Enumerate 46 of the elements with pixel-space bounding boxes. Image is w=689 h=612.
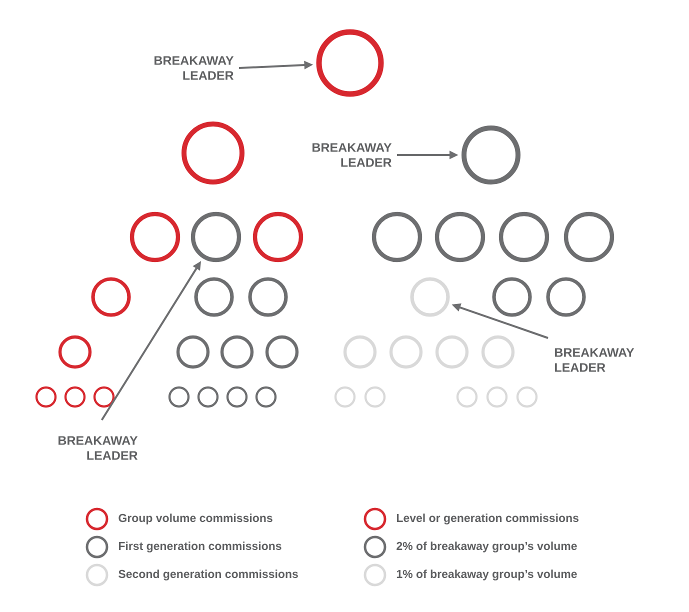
ring [564,212,614,262]
ring [220,335,254,369]
legend-text: Group volume commissions [118,514,272,524]
legend-text: 1% of breakaway group’s volume [396,570,577,580]
ring [252,212,304,262]
ring [410,277,450,317]
legend-text: First generation commissions [118,542,282,552]
ring [58,335,92,369]
ring [434,212,486,262]
ring [64,386,86,408]
ring [316,29,384,97]
ring [364,386,386,408]
leader-label: BREAKAWAY LEADER [154,56,234,80]
ring [516,386,538,408]
ring [194,277,234,317]
ring [481,335,515,369]
legend-text: 2% of breakaway group’s volume [396,542,577,552]
ring [492,277,532,317]
leader-label: BREAKAWAY LEADER [312,143,392,167]
legend-text: Second generation commissions [118,570,298,580]
ring [130,212,180,262]
leader-label: BREAKAWAY LEADER [555,348,634,372]
ring [462,126,520,184]
ring [435,335,469,369]
ring [546,277,586,317]
ring [498,212,550,262]
ring [35,386,57,408]
ring [255,386,277,408]
ring [343,335,377,369]
ring [168,386,190,408]
ring [197,386,219,408]
ring [248,277,288,317]
ring [456,386,478,408]
ring [93,386,115,408]
ring [372,212,422,262]
ring [389,335,423,369]
ring [182,122,244,184]
ring [265,335,299,369]
leader-label: BREAKAWAY LEADER [58,436,138,460]
ring [334,386,356,408]
ring [486,386,508,408]
ring [190,212,242,262]
legend-text: Level or generation commissions [396,514,578,524]
ring [176,335,210,369]
ring [91,277,131,317]
ring [226,386,248,408]
